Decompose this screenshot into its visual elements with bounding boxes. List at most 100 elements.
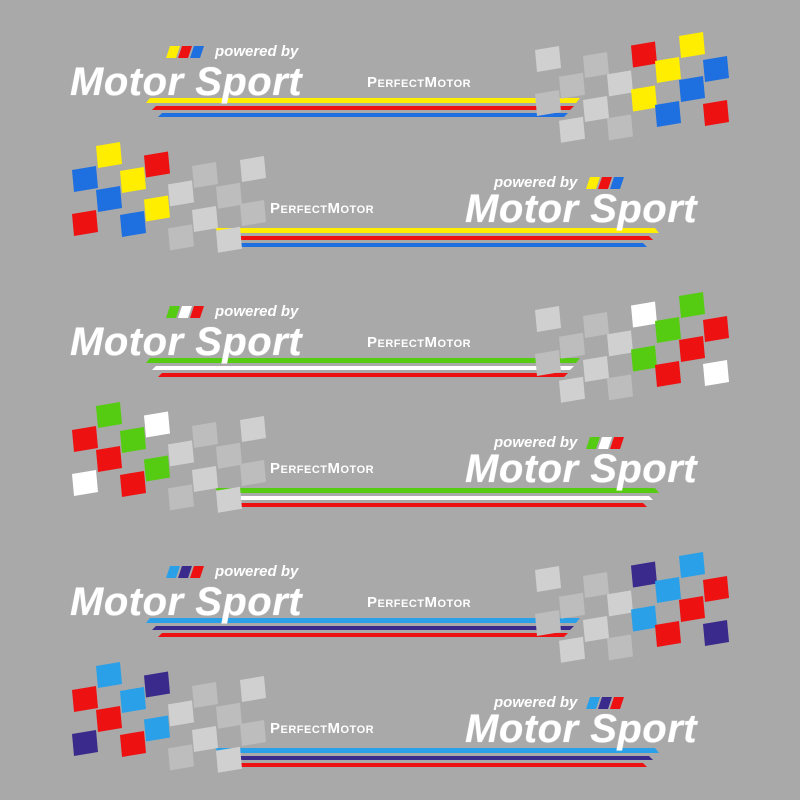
badge-chip xyxy=(178,306,192,318)
flag-cell xyxy=(583,615,609,642)
badge-chip xyxy=(166,46,180,58)
flag-cell xyxy=(192,421,218,448)
flag-cell xyxy=(559,116,585,143)
speed-stripes xyxy=(215,748,659,767)
stripe-1 xyxy=(215,228,659,233)
powered-by-label: powered by xyxy=(494,694,578,711)
flag-cell xyxy=(168,440,194,467)
flag-cell xyxy=(583,51,609,78)
flag-cell xyxy=(703,359,729,386)
stripe-1 xyxy=(146,98,580,103)
flag-cell xyxy=(535,350,561,376)
badge-chip xyxy=(610,437,624,449)
flag-cell xyxy=(655,620,681,647)
flag-cell xyxy=(120,166,146,193)
perfectmotor-label: PerfectMotor xyxy=(270,720,375,737)
powered-by-label: powered by xyxy=(494,174,578,191)
flag-cell xyxy=(144,151,170,178)
flag-cell xyxy=(240,200,266,226)
badge-chip xyxy=(190,566,204,578)
motor-sport-title: Motor Sport xyxy=(70,60,303,104)
stripe-1 xyxy=(146,618,580,623)
stripe-1 xyxy=(146,358,580,363)
flag-cell xyxy=(703,575,729,602)
flag-cell xyxy=(631,561,657,588)
badge-chip xyxy=(190,46,204,58)
stripe-3 xyxy=(227,763,647,767)
stripe-3 xyxy=(227,243,647,247)
flag-cell xyxy=(240,460,266,486)
flag-cell xyxy=(655,360,681,387)
badge-chip xyxy=(190,306,204,318)
flag-cell xyxy=(240,676,266,702)
perfectmotor-label: PerfectMotor xyxy=(270,460,375,477)
flag-cell xyxy=(535,566,561,592)
flag-cell xyxy=(679,596,705,623)
powered-by-label: powered by xyxy=(215,563,299,580)
flag-cell xyxy=(192,681,218,708)
perfectmotor-label: PerfectMotor xyxy=(367,74,472,91)
flag-cell xyxy=(559,636,585,663)
flag-cell xyxy=(216,746,242,773)
flag-cell xyxy=(96,706,122,733)
badge-chip xyxy=(178,46,192,58)
badge-chip xyxy=(598,437,612,449)
color-badge xyxy=(586,437,624,449)
speed-stripes xyxy=(146,98,580,117)
flag-cell xyxy=(631,85,657,112)
flag-cell xyxy=(144,195,170,222)
flag-cell xyxy=(559,72,585,99)
flag-cell xyxy=(144,411,170,438)
flag-cell xyxy=(655,316,681,343)
badge-chip xyxy=(166,306,180,318)
flag-cell xyxy=(168,484,194,511)
flag-cell xyxy=(559,332,585,359)
flag-cell xyxy=(192,161,218,188)
flag-cell xyxy=(96,446,122,473)
flag-cell xyxy=(631,345,657,372)
speed-stripes xyxy=(215,228,659,247)
speed-stripes xyxy=(215,488,659,507)
checkered-flag xyxy=(72,662,266,773)
speed-stripes xyxy=(146,358,580,377)
flag-cell xyxy=(607,374,633,401)
badge-chip xyxy=(586,437,600,449)
flag-cell xyxy=(583,95,609,122)
motor-sport-title: Motor Sport xyxy=(465,187,698,231)
flag-cell xyxy=(240,720,266,746)
checkered-flag xyxy=(535,552,729,663)
flag-cell xyxy=(607,634,633,661)
flag-cell xyxy=(72,209,98,236)
flag-cell xyxy=(679,336,705,363)
flag-cell xyxy=(559,376,585,403)
color-badge xyxy=(586,177,624,189)
flag-cell xyxy=(607,70,633,97)
flag-cell xyxy=(240,156,266,182)
flag-cell xyxy=(216,442,242,469)
flag-cell xyxy=(216,486,242,513)
flag-cell xyxy=(607,330,633,357)
flag-cell xyxy=(240,416,266,442)
badge-chip xyxy=(610,697,624,709)
flag-cell xyxy=(96,186,122,213)
flag-cell xyxy=(72,425,98,452)
flag-cell xyxy=(679,32,705,59)
motor-sport-title: Motor Sport xyxy=(465,707,698,751)
badge-chip xyxy=(586,697,600,709)
flag-cell xyxy=(120,730,146,757)
flag-cell xyxy=(96,142,122,169)
motor-sport-title: Motor Sport xyxy=(70,580,303,624)
flag-cell xyxy=(120,686,146,713)
stripe-2 xyxy=(221,756,653,760)
perfectmotor-label: PerfectMotor xyxy=(270,200,375,217)
flag-cell xyxy=(72,469,98,496)
flag-cell xyxy=(72,729,98,756)
flag-cell xyxy=(168,744,194,771)
flag-cell xyxy=(192,465,218,492)
motor-sport-title: Motor Sport xyxy=(70,320,303,364)
stripe-1 xyxy=(215,488,659,493)
